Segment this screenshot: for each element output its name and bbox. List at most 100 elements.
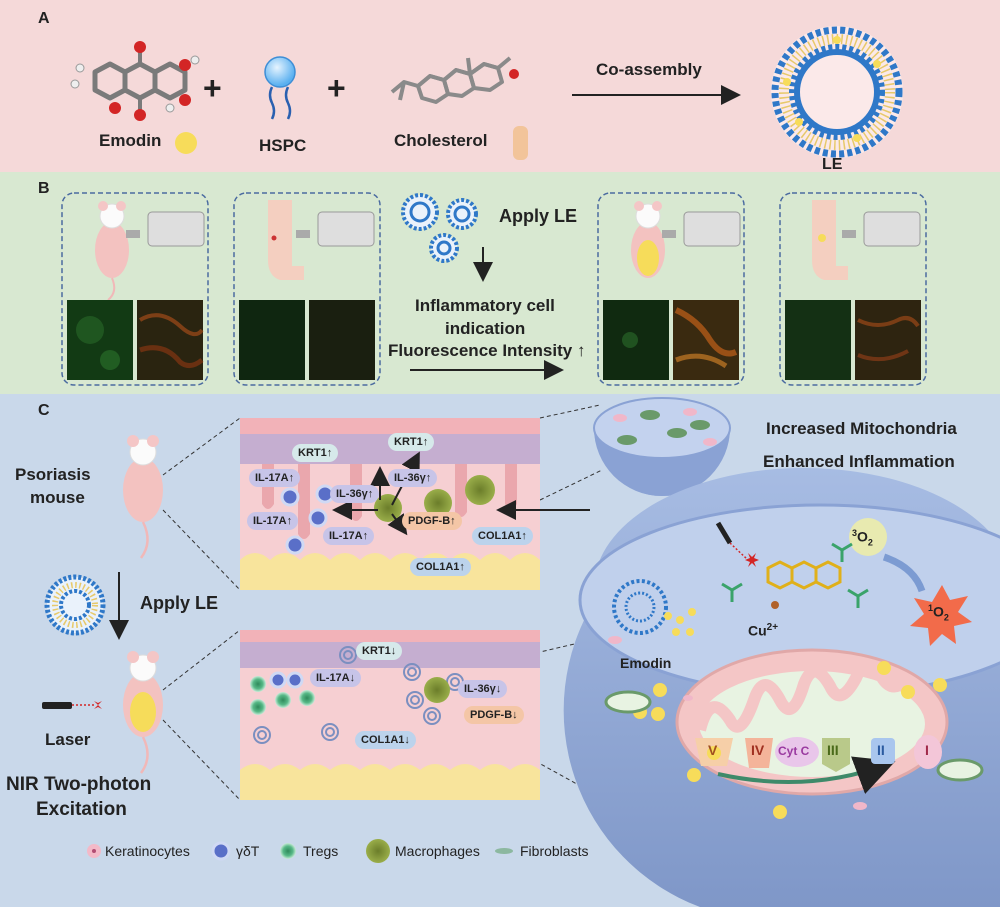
releasing-liposome [612,579,668,635]
panel-b-box-4 [779,192,927,386]
inflammatory-line-2: indication [445,319,526,338]
treated-mouse [123,651,163,774]
tregs-bottom [250,676,315,715]
panel-a-label: A [38,10,50,27]
oxygen-arrow [882,553,926,593]
panel-b-box-2 [233,192,381,386]
increased-mitochondria: Increased Mitochondria [766,419,957,438]
cholesterol-legend-bar [513,126,528,160]
legend-icons [87,839,513,863]
liposome-le [771,26,903,158]
cholesterol-molecule [390,56,512,104]
singlet-oxygen-sub: 2 [943,612,949,623]
human-leg-2 [812,200,848,280]
complex-iii: III [827,742,839,758]
marker-krt1-b: KRT1↑ [388,433,435,451]
cholesterol-label: Cholesterol [394,131,488,150]
nir-line-1: NIR Two-photon [6,774,152,795]
complex-iv: IV [751,742,765,758]
hspc-icon [264,56,296,120]
microscope-4 [842,211,921,247]
emodin-cell-label: Emodin [620,655,672,671]
nir-line-2: Excitation [36,799,127,820]
triplet-oxygen-symbol: O [857,528,868,545]
hspc-label: HSPC [259,136,307,155]
emodin-legend-dot [175,132,197,154]
marker-il17a-3: IL-17A↑ [323,527,375,545]
psoriasis-line-1: Psoriasis [15,465,91,484]
human-leg-1 [268,200,304,280]
legend-macrophages: Macrophages [395,843,480,859]
marker-krt1-down: KRT1↓ [356,642,403,660]
copper-charge: 2+ [766,622,779,633]
panel-b-box-1 [61,192,209,386]
mouse-yellow-1 [631,201,665,278]
fluor-image-4a [785,300,851,380]
mitochondrion [675,648,949,796]
complex-i: I [925,742,929,758]
marker-il17a-2: IL-17A↑ [247,512,299,530]
marker-pdgfb: PDGF-B↑ [402,512,462,530]
legend-macrophage-icon [366,839,390,863]
triplet-oxygen-label: 3O2 [852,528,873,547]
macrophage-bottom [424,677,450,703]
singlet-oxygen-prefix: 1 [928,603,934,613]
fluor-image-4b [855,300,921,380]
psoriasis-mouse [123,435,163,559]
marker-il36-down: IL-36γ↓ [458,680,508,698]
fluorescence-label: Fluorescence Intensity ↑ [388,341,586,360]
marker-col1a1-2: COL1A1↑ [410,558,471,576]
plus-sign-1: + [203,70,222,106]
gdt-cells-bottom [269,671,304,689]
fluor-image-2a [239,300,305,380]
psoriasis-line-2: mouse [30,488,85,507]
marker-col1a1-1: COL1A1↑ [472,527,533,545]
marker-il17a-1: IL-17A↑ [249,469,301,487]
fluor-image-2b [309,300,375,380]
triplet-oxygen-circle [849,518,887,556]
legend-keratinocytes: Keratinocytes [105,843,190,859]
marker-il36-1: IL-36γ↑ [330,485,380,503]
microscope-1 [126,211,205,247]
apply-le-c-label: Apply LE [140,593,219,613]
tissue-hemisphere [593,397,731,496]
triplet-oxygen-prefix: 3 [852,528,858,538]
singlet-oxygen-symbol: O [933,603,944,620]
singlet-oxygen-burst [910,585,972,646]
skin-tissue-bottom [240,630,540,800]
legend-gdt-icon [211,841,231,861]
emodin-cell-molecule [766,560,842,590]
complex-ii: II [877,742,885,758]
marker-col1a1-down: COL1A1↓ [355,731,416,749]
legend-fibroblasts: Fibroblasts [520,843,589,859]
microscope-3 [662,211,741,247]
fluor-image-1b [137,300,203,380]
ligand-fragments [721,542,869,608]
panel-c-label: C [38,402,50,419]
liposomes-bottom [253,646,464,744]
legend-fibroblast-icon [495,848,513,854]
liposome-c [44,574,106,636]
panel-b-box-3 [597,192,745,386]
liposome-group-b [401,193,478,263]
marker-pdgfb-down: PDGF-B↓ [464,706,524,724]
legend-treg-icon [280,843,296,859]
copper-symbol: Cu [748,622,767,639]
fluor-image-1a [67,300,133,380]
etc-complexes [695,735,942,772]
laser-label: Laser [45,730,91,749]
emodin-label: Emodin [99,131,162,150]
complex-v: V [708,742,718,758]
legend-gdt: γδT [236,843,260,859]
triplet-oxygen-sub: 2 [867,537,873,548]
small-mitochondria [604,636,984,810]
plus-sign-2: + [327,70,346,106]
legend-tregs: Tregs [303,843,339,859]
marker-il17a-down: IL-17A↓ [310,669,362,687]
co-assembly-label: Co-assembly [596,60,702,79]
emodin-molecule [70,41,200,121]
complex-cyt-c: Cyt C [778,744,810,758]
microscope-2 [296,211,375,247]
